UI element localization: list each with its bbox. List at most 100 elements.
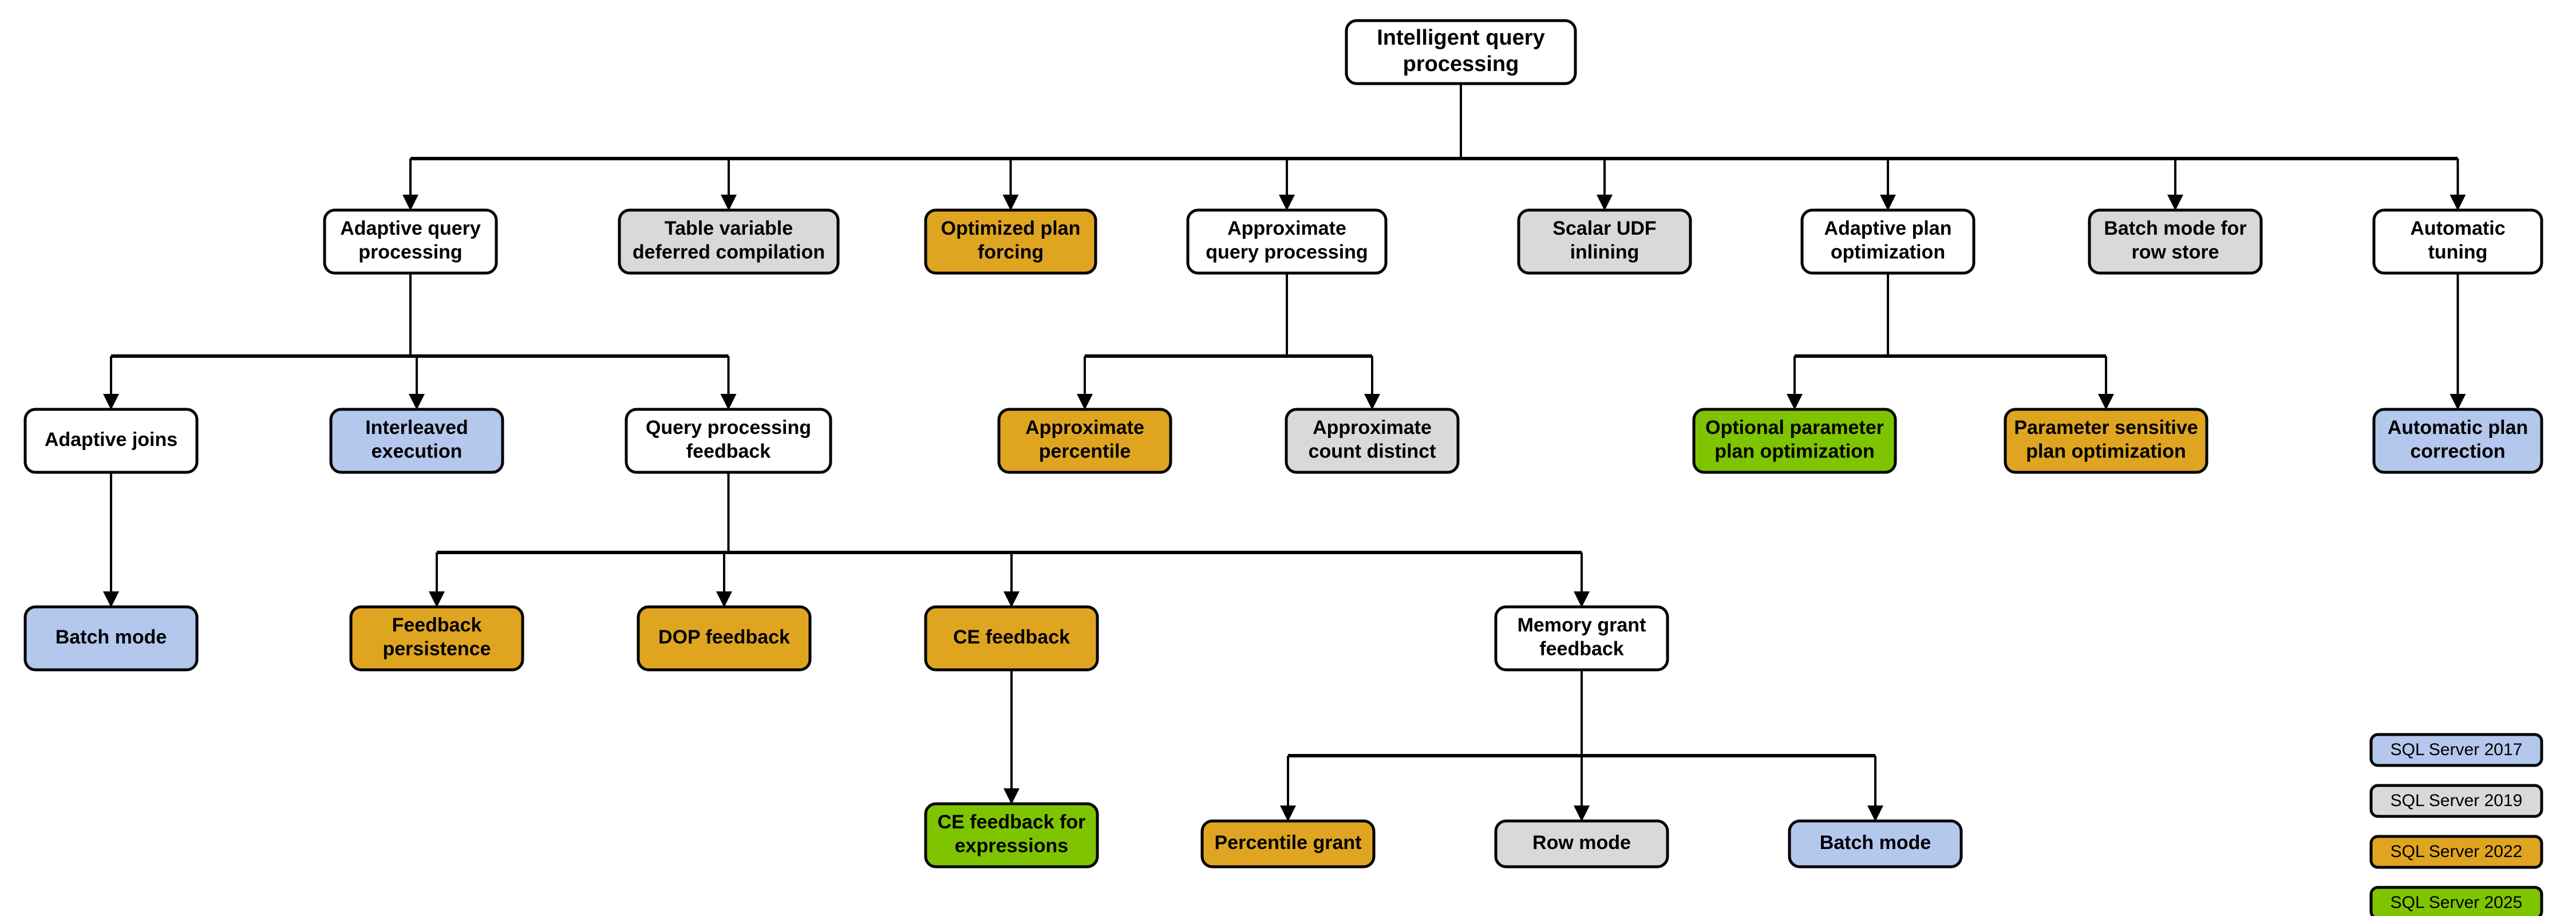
node-box [2004,408,2208,474]
node-label-line: Automatic [2410,218,2505,239]
node-label-line: Automatic plan [2388,417,2528,439]
node-box [924,802,1099,868]
node-label-line: Scalar UDF [1552,218,1656,239]
node-label-line: Table variable [665,218,793,239]
node-label-line: Adaptive joins [45,429,177,451]
node-box [23,605,199,672]
node-label-line: Interleaved [365,417,468,439]
node-adaptive-query-processing[interactable]: Adaptive query processing [323,208,498,275]
legend-item-sql-server-2022: SQL Server 2022 [2369,835,2543,869]
node-label-line: processing [358,242,462,263]
node-label-line: Row mode [1532,832,1631,854]
node-label-line: Approximate [1313,417,1432,439]
node-row-mode[interactable]: Row mode [1494,819,1669,868]
node-label-line: CE feedback for [938,811,1086,833]
node-box [1800,208,1976,275]
node-approximate-query-processing[interactable]: Approximate query processing [1186,208,1388,275]
node-box [924,605,1099,672]
node-label-line: count distinct [1309,441,1436,463]
legend-label: SQL Server 2022 [2391,842,2523,861]
node-box [23,408,199,474]
node-label-line: Adaptive query [340,218,481,239]
node-box [924,208,1097,275]
legend-swatch [2369,835,2543,869]
node-percentile-grant[interactable]: Percentile grant [1200,819,1376,868]
node-table-variable-deferred-compilation[interactable]: Table variable deferred compilation [618,208,840,275]
node-label-line: Adaptive plan [1824,218,1952,239]
node-box [1517,208,1692,275]
node-batch-mode[interactable]: Batch mode [23,605,199,672]
node-box [997,408,1172,474]
edge-group-intelligent-query-processing [402,84,2466,211]
node-label-line: Approximate [1227,218,1346,239]
node-label-line: query processing [1206,242,1368,263]
node-adaptive-plan-optimization[interactable]: Adaptive plan optimization [1800,208,1976,275]
node-scalar-udf-inlining[interactable]: Scalar UDF inlining [1517,208,1692,275]
node-label-line: Feedback [392,614,482,636]
node-adaptive-joins[interactable]: Adaptive joins [23,408,199,474]
node-label-line: deferred compilation [633,242,825,263]
node-box [2372,408,2543,474]
node-label-line: execution [372,441,463,463]
node-batch-mode[interactable]: Batch mode [1788,819,1963,868]
node-label-line: plan optimization [1714,441,1875,463]
node-label-line: optimization [1831,242,1945,263]
node-box [2372,208,2543,275]
node-label-line: feedback [1539,638,1623,660]
node-label-line: Optional parameter [1705,417,1884,439]
node-label-line: feedback [686,441,771,463]
node-box [1285,408,1460,474]
edge-group-query-processing-feedback [429,472,1590,607]
node-label-line: Query processing [646,417,811,439]
node-label-line: Approximate [1025,417,1144,439]
node-label-line: expressions [955,835,1068,857]
legend-item-sql-server-2019: SQL Server 2019 [2369,784,2543,818]
node-box [1494,605,1669,672]
node-label-line: Batch mode for [2104,218,2246,239]
node-batch-mode-for-row-store[interactable]: Batch mode for row store [2088,208,2263,275]
edge-group-adaptive-plan-optimization [1787,273,2114,410]
node-label-line: Batch mode [1820,832,1931,854]
node-label-line: DOP feedback [658,626,790,648]
node-label-line: processing [1403,52,1519,76]
node-box [2088,208,2263,275]
legend-label: SQL Server 2017 [2391,740,2523,759]
legend-swatch [2369,886,2543,916]
connector-layer [103,84,2466,822]
node-dop-feedback[interactable]: DOP feedback [637,605,812,672]
legend-item-sql-server-2025: SQL Server 2025 [2369,886,2543,916]
legend-label: SQL Server 2019 [2391,791,2523,810]
node-label-line: inlining [1570,242,1639,263]
node-label-line: row store [2131,242,2219,263]
legend-swatch [2369,784,2543,818]
node-box [1788,819,1963,868]
edge-group-approximate-query-processing [1077,273,1380,410]
legend-swatch [2369,733,2543,767]
node-box [637,605,812,672]
node-box [1186,208,1388,275]
node-label-line: Optimized plan [941,218,1081,239]
node-label-line: Memory grant [1518,614,1646,636]
node-ce-feedback[interactable]: CE feedback [924,605,1099,672]
node-box [1200,819,1376,868]
edge-group-memory-grant-feedback [1280,670,1883,822]
node-box [1692,408,1897,474]
node-box [329,408,504,474]
node-label-line: Percentile grant [1215,832,1362,854]
